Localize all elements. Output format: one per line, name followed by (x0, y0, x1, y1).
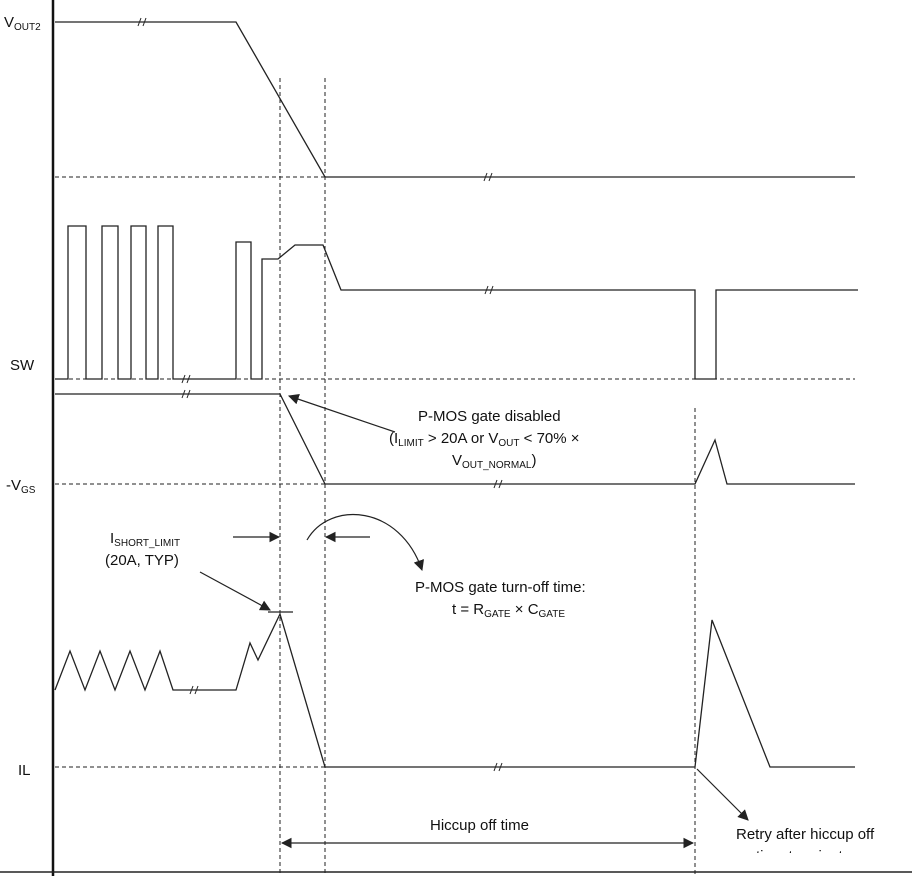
il-break-mark (189, 685, 199, 695)
ishort-limit-line2: (20A, TYP) (105, 552, 179, 569)
vgs-waveform (55, 393, 855, 485)
il-waveform (54, 612, 855, 768)
sw-label: SW (10, 357, 35, 374)
pmos-disabled-line2: (ILIMIT > 20A or VOUT < 70% × (389, 430, 580, 449)
il-label: IL (18, 762, 31, 779)
vgs-break-mark-2 (493, 479, 503, 489)
vgs-break-mark (181, 389, 191, 399)
pmos-disabled-line3: VOUT_NORMAL) (452, 452, 536, 471)
sw-break-mark (181, 374, 191, 384)
vout2-waveform (55, 21, 855, 178)
il-break-mark-2 (493, 762, 503, 772)
retry-text-clip (700, 853, 912, 876)
pmos-disabled-arrow (287, 394, 396, 433)
turnoff-line2: t = RGATE × CGATE (452, 601, 565, 620)
vout2-break-mark-2 (483, 172, 493, 182)
hiccup-label: Hiccup off time (430, 817, 529, 834)
vgs-label: -VGS (6, 477, 36, 496)
sw-waveform (55, 225, 858, 380)
ishort-limit-line1: ISHORT_LIMIT (110, 530, 180, 549)
turnoff-curved-arrow (306, 513, 424, 572)
turnoff-line1: P-MOS gate turn-off time: (415, 579, 586, 596)
sw-break-mark-2 (484, 285, 494, 295)
retry-arrow (696, 768, 749, 821)
vout2-label: VOUT2 (4, 14, 41, 33)
vout2-break-mark (137, 17, 147, 27)
ishort-limit-arrow (199, 571, 271, 611)
pmos-disabled-line1: P-MOS gate disabled (418, 408, 561, 425)
retry-line1: Retry after hiccup off (736, 826, 875, 843)
